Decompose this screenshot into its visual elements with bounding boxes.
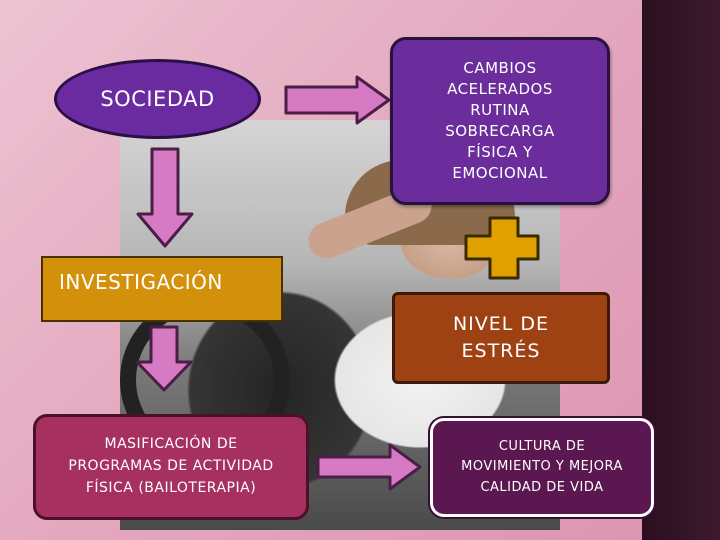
node-cultura: CULTURA DE MOVIMIENTO Y MEJORA CALIDAD D… (430, 418, 654, 517)
plus-icon (466, 218, 538, 278)
node-cambios-label: CAMBIOS ACELERADOS RUTINA SOBRECARGA FÍS… (445, 58, 555, 184)
node-nivel-estres-label: NIVEL DE ESTRÉS (453, 311, 549, 364)
arrow-down-bottom (137, 327, 191, 390)
node-investigacion: INVESTIGACIÓN (41, 256, 283, 322)
arrow-right-top (286, 77, 389, 123)
node-investigacion-label: INVESTIGACIÓN (59, 270, 223, 294)
node-sociedad: SOCIEDAD (54, 59, 261, 139)
node-nivel-estres: NIVEL DE ESTRÉS (392, 292, 610, 384)
arrow-down-top (138, 149, 192, 246)
arrow-right-bottom (318, 445, 420, 489)
node-masificacion-label: MASIFICACIÓN DE PROGRAMAS DE ACTIVIDAD F… (68, 434, 273, 499)
node-cultura-label: CULTURA DE MOVIMIENTO Y MEJORA CALIDAD D… (461, 437, 623, 497)
node-sociedad-label: SOCIEDAD (100, 87, 214, 111)
node-masificacion: MASIFICACIÓN DE PROGRAMAS DE ACTIVIDAD F… (33, 414, 309, 520)
node-cambios: CAMBIOS ACELERADOS RUTINA SOBRECARGA FÍS… (390, 37, 610, 205)
